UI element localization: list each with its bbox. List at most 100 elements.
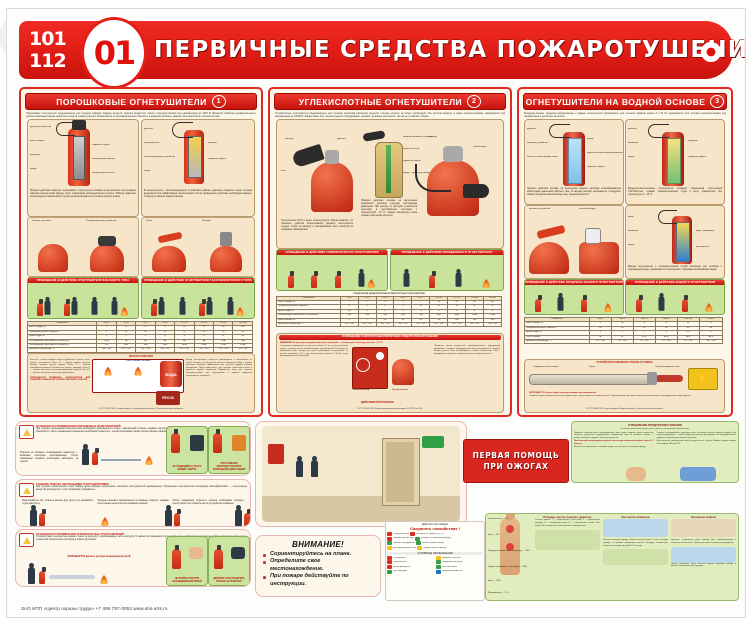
- person-icon: [296, 456, 303, 477]
- usage-step: [36, 296, 51, 316]
- legend-step-row: Покиньте опасную зону Двигайтесь к ближа…: [387, 536, 483, 541]
- table-header-row: Показатель ОП-2 ОП-4 ОП-5 ОП-8 ОП-10 ОП-…: [26, 320, 253, 327]
- th: ОВЭ-6: [698, 316, 724, 323]
- fire-nozzle-icon: [657, 375, 683, 382]
- hose-coupling-icon: [647, 372, 657, 385]
- water-label-1-6: сифонная трубка: [587, 166, 605, 168]
- water-carry-handle-icon: [585, 228, 601, 244]
- legend-item: Пожарный кран: [387, 560, 434, 565]
- cabinet-extinguisher-icon: [392, 359, 414, 386]
- legend-item-text: Эвакуационный выход: [442, 561, 462, 564]
- cabinet-label-2: Пожарный кран: [392, 389, 408, 392]
- cell: 21В: [357, 313, 377, 319]
- water-diagram-card-3: рычаг манометр корпус вода с добавками р…: [625, 205, 725, 279]
- panel-water-title: ОГНЕТУШИТЕЛИ НА ВОДНОЙ ОСНОВЕ 3: [523, 93, 727, 110]
- body-label-torso-back: Задняя поверхность туловища — 18%: [488, 566, 528, 568]
- strip-powder-title: ОСОБЕННОСТИ ПРИМЕНЕНИЯ ПОРОШКОВЫХ ОГНЕТУ…: [36, 425, 121, 428]
- legend-color-swatch: [436, 560, 441, 565]
- extinguisher-icon: [36, 299, 44, 316]
- water-cylinder-a: [529, 242, 569, 274]
- cell: +5…+50: [632, 338, 656, 345]
- table-row: Продолжительность подачи, с 6 10 10 15 1…: [26, 329, 253, 336]
- powder-subcaption-4: Насадок: [202, 220, 211, 222]
- fire-cabinet-box: [352, 347, 388, 390]
- first-aid-sign: ПЕРВАЯ ПОМОЩЬ ПРИ ОЖОГАХ: [463, 439, 569, 483]
- warning-triangle-icon: [19, 425, 34, 439]
- powder-nozzle-icon: [220, 232, 232, 246]
- warning-triangle-icon: [19, 483, 34, 497]
- strip-group-col-1: Располагайтесь так, чтобы не мешать друг…: [22, 500, 94, 505]
- co2-label-5: корпус (баллон): [403, 148, 420, 150]
- usage-step: [334, 271, 342, 288]
- cell: -40…+50: [465, 321, 485, 328]
- powder-label-2-3: газогенерирующее устройство: [144, 156, 175, 158]
- cell: -20…+50: [232, 347, 253, 353]
- usage-step: [287, 271, 295, 288]
- legend-step-row: Помогите пострадавшим Окажите первую пом…: [387, 541, 483, 546]
- strip-group-col-2: Тушение начинают одновременно по команде…: [97, 500, 169, 505]
- person-icon: [235, 505, 242, 526]
- person-icon: [658, 292, 665, 311]
- cell: -40…+50: [174, 347, 195, 353]
- cell: 3: [411, 308, 431, 315]
- strip-co2-note: ЗАПРЕЩАЕТСЯ держать раструб незащищённой…: [67, 556, 131, 558]
- strip-group-use: ТУШЕНИЕ ПОЖАРА НЕСКОЛЬКИМИ ОГНЕТУШИТЕЛЯМ…: [15, 479, 251, 527]
- sand-box-icon: ПЕСОК: [156, 391, 180, 405]
- legend-color-swatch: [436, 555, 441, 560]
- legend-item: Внимание. Опасность: [436, 555, 483, 560]
- attention-item-3: При пожаре действуйте по инструкции.: [263, 573, 374, 588]
- water-diagram-text-3: Водные огнетушители с тонкораспылённой с…: [628, 266, 722, 271]
- powder-diagram-card-2: рукоятка пусковой рычаг газогенерирующее…: [141, 119, 255, 217]
- co2-usage-title-1: ПРИВЕДЕНИЕ В ДЕЙСТВИЕ УГЛЕКИСЛОТНОГО ОГН…: [277, 250, 387, 255]
- attention-box: ВНИМАНИЕ! Сориентируйтесь на плане. Опре…: [255, 535, 381, 597]
- table-row: Огнетушащая способность по классу В 13В …: [276, 313, 502, 319]
- cell: -40…+50: [429, 321, 449, 328]
- human-body-diagram: [500, 514, 520, 575]
- boot-icon: [190, 435, 204, 451]
- cell: -40…+50: [115, 347, 137, 353]
- co2-label-3: чека: [281, 170, 286, 172]
- person-icon: [227, 296, 234, 315]
- water-label-1-3: баллон с вытесняющим газом: [527, 156, 558, 158]
- powder-hose-2: [172, 122, 193, 138]
- cell: 6: [698, 321, 724, 327]
- cell: 8: [375, 304, 395, 310]
- co2-usage-steps-2: [391, 255, 503, 289]
- fire-hose-illustration: [529, 374, 651, 385]
- cell: 2: [357, 299, 377, 306]
- cell: 10: [429, 304, 449, 310]
- extinguisher-icon: [150, 299, 158, 316]
- burns-illustration-4: [671, 519, 736, 538]
- table-row: Масса заряда, кг 2 4 5 8 10 25 50 100: [26, 325, 253, 331]
- cell: Огнетушащая способность по классу В: [276, 313, 341, 319]
- cell: -40…+50: [393, 321, 413, 328]
- electric-hazard-sign: ⚡: [688, 368, 718, 390]
- water-label-3-3: корпус: [628, 244, 635, 246]
- bare-hand-icon: [189, 547, 203, 559]
- burns-text-col-1: Площадь ожогов, правило «девяток» Степен…: [535, 516, 600, 598]
- table-row: Класс пожара А А А, В А, В А, В А, В: [524, 334, 724, 341]
- co2-label-6: сифонная трубка: [403, 160, 421, 162]
- person-icon: [44, 296, 51, 315]
- strip-powder-text: При тушении порошковым огнетушителем нео…: [36, 428, 247, 434]
- poisoning-left-warning: При высокой концентрации угарного газа п…: [574, 440, 654, 445]
- cell: 10А: [212, 338, 234, 345]
- panel-water-extinguishers: ОГНЕТУШИТЕЛИ НА ВОДНОЙ ОСНОВЕ 3 Воздушно…: [517, 87, 733, 417]
- cell: +5…+50: [610, 338, 634, 345]
- powder-label-2-6: сифонная трубка: [208, 158, 226, 160]
- exit-sign-icon: [422, 436, 444, 448]
- step-icon: [414, 536, 420, 541]
- flame-icon: [134, 366, 142, 376]
- cell: -40…+50: [154, 347, 176, 353]
- gloved-hand-icon: [231, 547, 245, 559]
- burns-col1-text: Степени ожогов: I — покраснение и отёк к…: [535, 519, 600, 527]
- cell: 4: [698, 330, 724, 336]
- extinguisher-icon: [174, 509, 181, 526]
- cell: -40…+50: [135, 347, 156, 353]
- cell: +5…+50: [654, 338, 678, 345]
- co2-label-9: гибкий шланг: [473, 146, 487, 148]
- co2-placement-text: Огнетушители размещают на высоте не боле…: [280, 345, 348, 358]
- panel-powder-intro: Порошковые огнетушители предназначены дл…: [26, 112, 256, 119]
- cell: 15: [447, 304, 467, 310]
- legend-color-swatch: [436, 564, 441, 569]
